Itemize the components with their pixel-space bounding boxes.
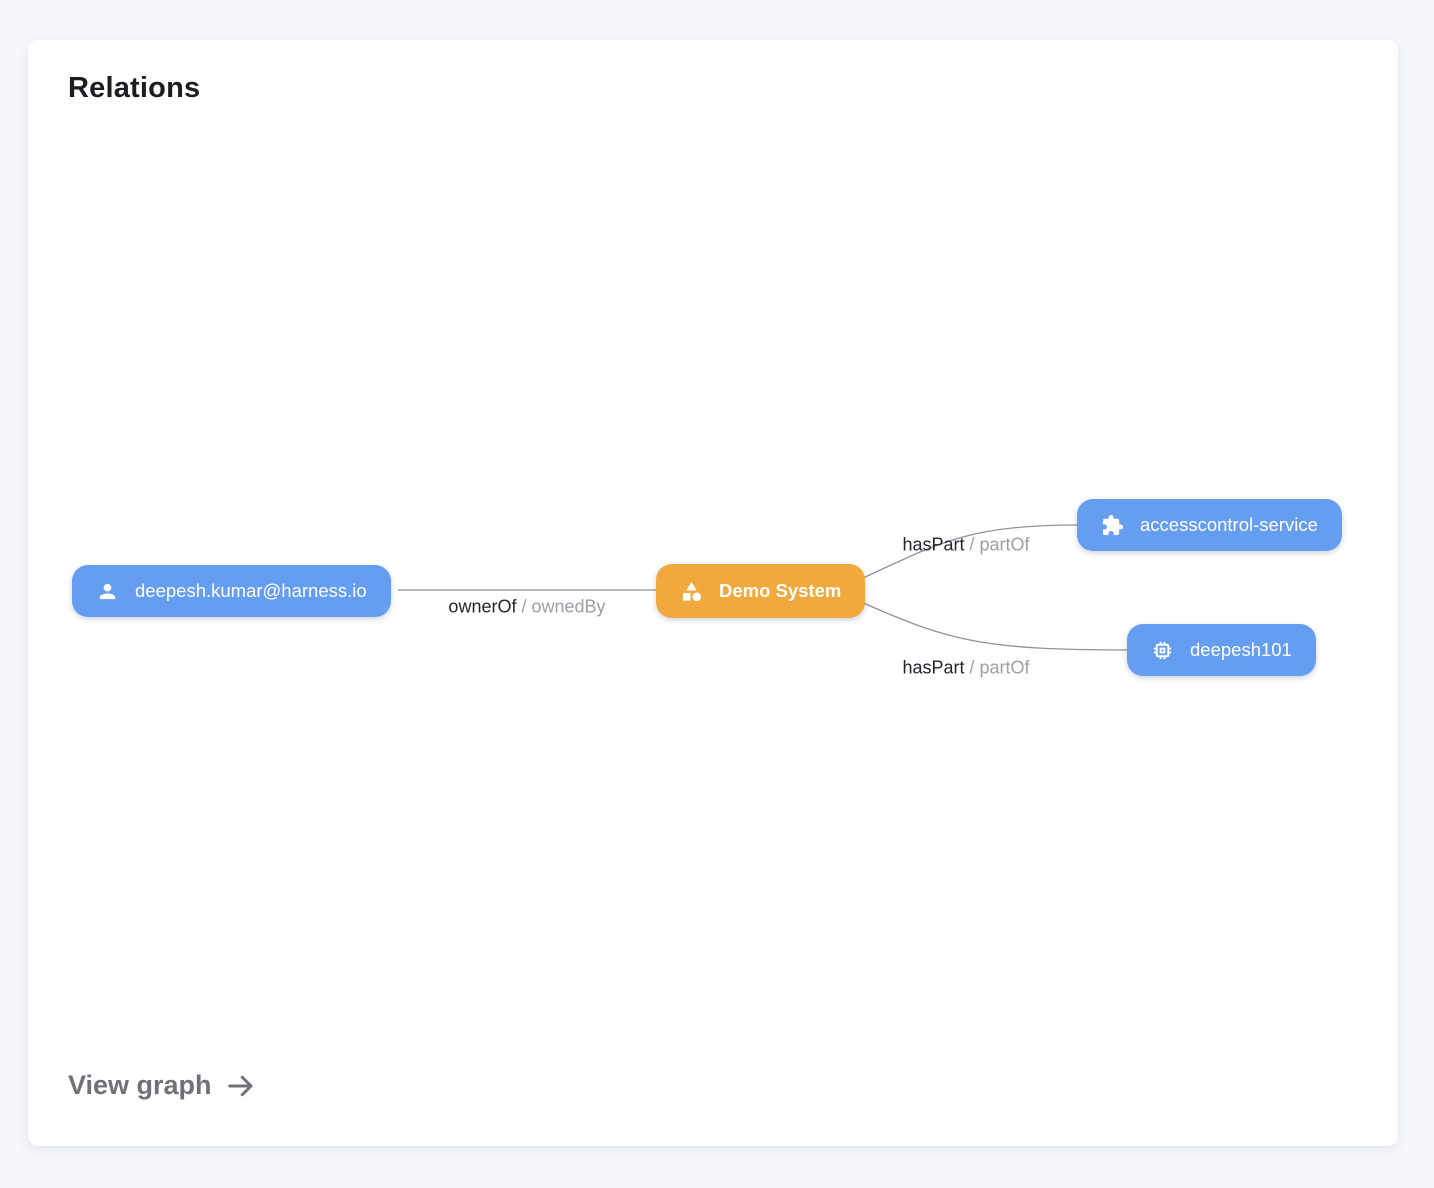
node-label: accesscontrol-service — [1140, 514, 1318, 535]
person-icon — [96, 580, 119, 603]
puzzle-piece-icon — [1101, 514, 1124, 537]
edge-label-separator: / — [969, 657, 975, 678]
relations-edges-canvas — [398, 524, 1131, 651]
view-graph-link[interactable]: View graph — [68, 1070, 256, 1101]
node-system-demo-system[interactable]: Demo System — [656, 564, 866, 618]
edge-label-primary: ownerOf — [448, 596, 517, 617]
category-shapes-icon — [680, 580, 703, 603]
edge-label-primary: hasPart — [902, 534, 965, 555]
edge-haspart-bottom-line — [849, 596, 1131, 651]
node-component-deepesh101[interactable]: deepesh101 — [1127, 624, 1316, 676]
relations-card: Relations deepesh.kumar@harness.io Demo … — [28, 40, 1398, 1146]
chip-icon — [1151, 639, 1174, 662]
edge-label-primary: hasPart — [902, 657, 965, 678]
edge-label-separator: / — [969, 534, 975, 555]
page-title: Relations — [68, 72, 201, 104]
edge-haspart-top-line — [849, 524, 1081, 585]
node-label: deepesh.kumar@harness.io — [135, 580, 367, 601]
node-service-accesscontrol-service[interactable]: accesscontrol-service — [1077, 499, 1342, 551]
edge-label-secondary: partOf — [979, 534, 1030, 555]
node-user-deepesh-kumar[interactable]: deepesh.kumar@harness.io — [72, 565, 391, 617]
edge-label-haspart-top: hasPart / partOf — [902, 535, 1029, 556]
edge-label-secondary: partOf — [979, 657, 1030, 678]
node-label: Demo System — [719, 580, 842, 601]
edge-label-secondary: ownedBy — [531, 596, 606, 617]
view-graph-label: View graph — [68, 1070, 212, 1100]
node-label: deepesh101 — [1190, 639, 1292, 660]
edge-label-separator: / — [521, 596, 527, 617]
edge-label-ownerof: ownerOf / ownedBy — [448, 597, 605, 618]
arrow-right-icon — [227, 1075, 253, 1096]
edge-label-haspart-bottom: hasPart / partOf — [902, 658, 1029, 679]
